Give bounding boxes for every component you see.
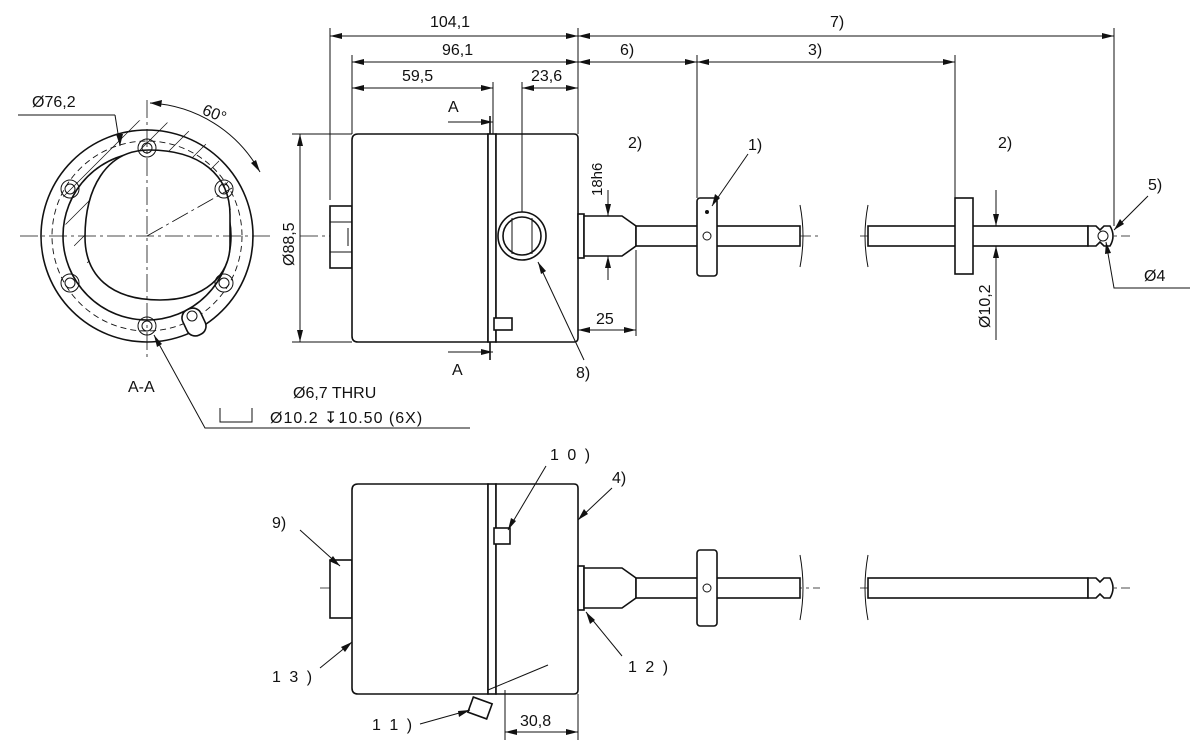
rod-end	[1087, 225, 1114, 247]
bottom-rod-left	[635, 577, 801, 599]
callout-13: 1 3 )	[272, 669, 314, 686]
angle-arrow-start	[150, 100, 162, 107]
bolt-circle	[51, 140, 243, 332]
thru-label: Ø6,7 THRU	[293, 385, 376, 402]
hole-spec-arrow	[154, 335, 162, 347]
callout-8: 8)	[576, 365, 590, 382]
callout-1: 1)	[748, 137, 762, 154]
dia10-label: Ø10,2	[977, 284, 994, 328]
bottom-housing-main	[351, 483, 489, 695]
bottom-pin-low	[466, 696, 494, 720]
top-pin	[493, 317, 513, 331]
dim-23-label: 23,6	[531, 68, 562, 85]
hex-nut	[329, 205, 353, 269]
callout-7: 7)	[830, 14, 844, 31]
angle-arrow-end	[251, 160, 260, 172]
bottom-side-view: 30,8 9) 1 3 ) 1 0 ) 4) 1 2 ) 1 1 )	[272, 447, 1130, 740]
inner-bore	[84, 149, 231, 301]
section-mark-top: A	[448, 99, 459, 116]
dim-25-label: 25	[596, 311, 614, 328]
callout-2b: 2)	[998, 135, 1012, 152]
section-name-label: A-A	[128, 379, 155, 396]
bottom-rod-end	[1087, 577, 1114, 599]
rod-end-hole	[1097, 230, 1109, 242]
section-view: Ø76,2 60° A-A Ø6,7 THRU Ø10.2 ↧10.50 (6X…	[18, 94, 470, 429]
section-mark-bottom: A	[452, 362, 463, 379]
pin-feature	[181, 307, 207, 337]
shaft-dia-label: 18h6	[589, 163, 606, 196]
rod-right	[867, 225, 1089, 247]
counterbore-symbol	[219, 408, 253, 423]
dim-59-label: 59,5	[402, 68, 433, 85]
callout-2a: 2)	[628, 135, 642, 152]
callout-10: 1 0 )	[550, 447, 592, 464]
dim-30-label: 30,8	[520, 713, 551, 730]
housing-groove	[487, 133, 497, 343]
bolt-holes	[60, 138, 234, 336]
magnet-1	[696, 197, 718, 277]
housing-main	[351, 133, 489, 343]
callout-9: 9)	[272, 515, 286, 532]
callout-6: 6)	[620, 42, 634, 59]
bottom-housing-groove	[487, 483, 497, 695]
bottom-break-2	[864, 554, 869, 621]
angle-arc	[149, 102, 261, 173]
break-line-2	[864, 204, 869, 268]
bottom-magnet	[696, 549, 718, 627]
dia4-label: Ø4	[1144, 268, 1165, 285]
dia76-arrow	[116, 134, 123, 146]
dim-104-label: 104,1	[430, 14, 470, 31]
dim-96-label: 96,1	[442, 42, 473, 59]
shaft-sleeve	[583, 215, 637, 257]
magnet-2	[954, 197, 974, 275]
top-side-view: Ø88,5 104,1 7) 96,1 6) 3)	[281, 14, 1190, 382]
callout-11: 1 1 )	[372, 717, 414, 734]
connector-inner	[502, 216, 542, 256]
angle-label: 60°	[200, 102, 229, 127]
callout-4: 4)	[612, 470, 626, 487]
dia88-label: Ø88,5	[281, 222, 298, 266]
dia76-label: Ø76,2	[32, 94, 76, 111]
hole-spec-leader	[153, 334, 470, 429]
bottom-break-1	[799, 554, 804, 621]
break-line-1	[799, 204, 804, 268]
callout-12: 1 2 )	[628, 659, 670, 676]
dia4-leader	[1105, 241, 1190, 289]
rod-left	[635, 225, 801, 247]
callout-3: 3)	[808, 42, 822, 59]
bottom-shaft-collar	[577, 565, 585, 611]
bottom-rod-right	[867, 577, 1089, 599]
bottom-shaft-sleeve	[583, 567, 637, 609]
bottom-nut	[329, 559, 353, 619]
bottom-pin-top	[493, 527, 511, 545]
callout-5: 5)	[1148, 177, 1162, 194]
counterbore-label: Ø10.2 ↧10.50 (6X)	[270, 410, 423, 427]
bottom-housing-front	[495, 483, 579, 695]
shaft-collar	[577, 213, 585, 259]
